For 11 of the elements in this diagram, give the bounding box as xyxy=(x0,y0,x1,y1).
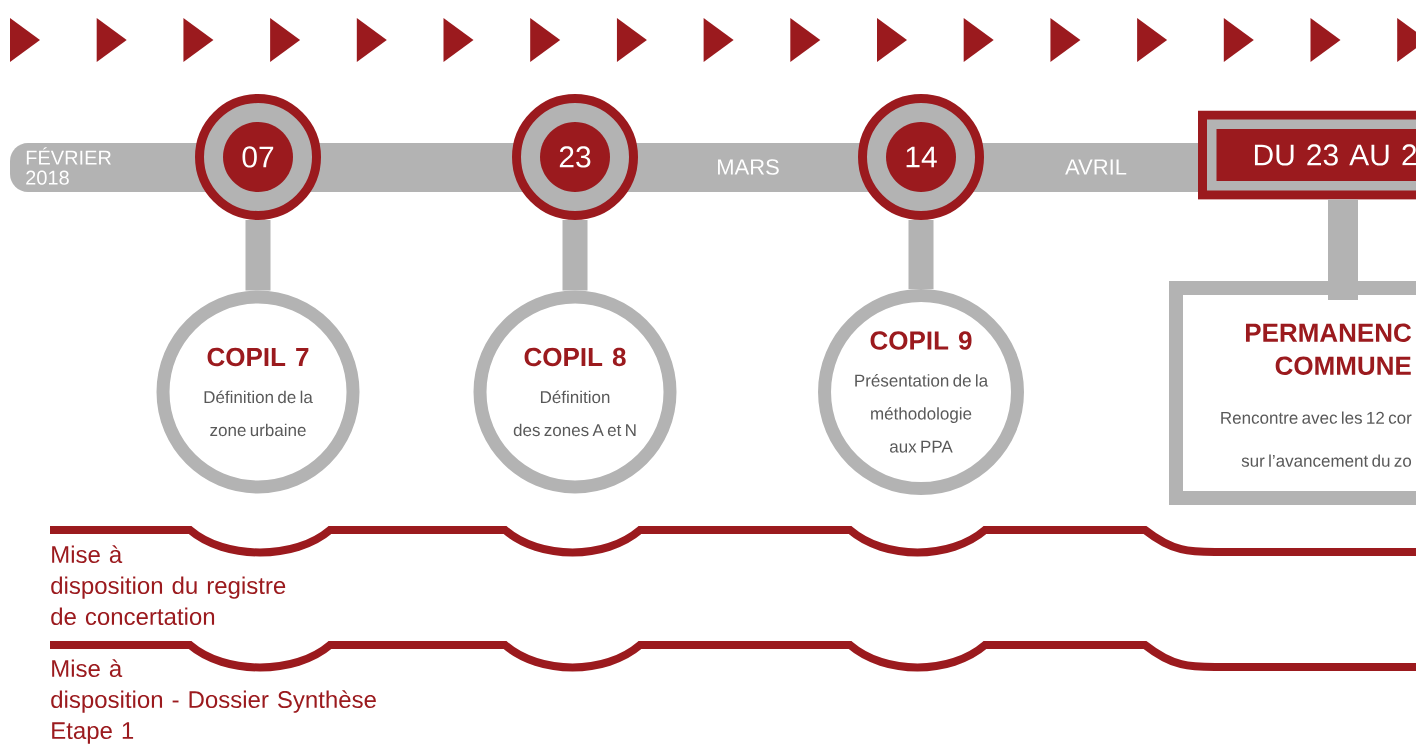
connector-stem xyxy=(1328,199,1358,300)
month-label: FÉVRIER 2018 xyxy=(26,147,111,185)
month-label: MARS xyxy=(718,159,779,175)
connector-stem xyxy=(562,220,588,291)
connector-stem xyxy=(245,220,271,291)
track-label: Mise à disposition - Dossier Synthèse Etape 1 xyxy=(51,659,376,744)
track-label: Mise à disposition du registre de concertation xyxy=(51,545,286,626)
month-label: AVRIL xyxy=(1065,159,1127,175)
connector-stem xyxy=(908,220,934,289)
info-box: PERMANENC COMMUNE Rencontre avec les 12 cor sur l’avancement du zo xyxy=(1169,281,1416,505)
date-range-box: DU 23 AU 2 xyxy=(1198,110,1416,200)
